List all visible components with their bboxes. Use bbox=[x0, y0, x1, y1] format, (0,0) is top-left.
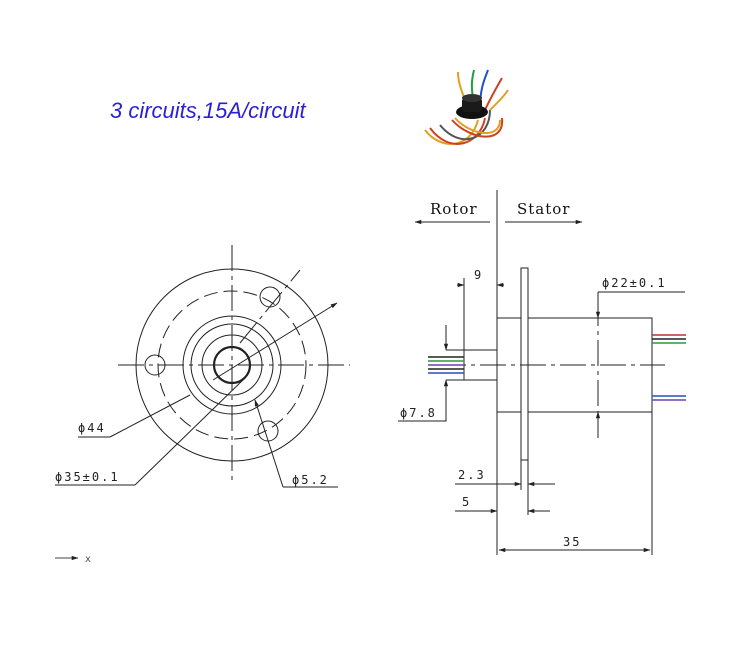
dim-2-3: 2.3 bbox=[458, 468, 486, 482]
dim-9: 9 bbox=[474, 268, 483, 282]
rotor-wires bbox=[428, 356, 464, 374]
slip-ring-photo-icon bbox=[424, 69, 509, 145]
dim-d35: ϕ35±0.1 bbox=[55, 470, 120, 484]
front-view bbox=[55, 245, 350, 488]
axis-label-x: x bbox=[85, 554, 91, 565]
dim-d22: ϕ22±0.1 bbox=[602, 276, 667, 290]
stator-wires bbox=[652, 334, 686, 401]
label-stator: Stator bbox=[517, 200, 570, 218]
dim-35: 35 bbox=[563, 535, 581, 549]
dim-d5-2: ϕ5.2 bbox=[292, 473, 329, 487]
label-rotor: Rotor bbox=[430, 200, 478, 218]
headline-title: 3 circuits,15A/circuit bbox=[110, 98, 306, 123]
dim-d44: ϕ44 bbox=[78, 421, 106, 435]
dim-d7-8: ϕ7.8 bbox=[400, 406, 437, 420]
dim-5: 5 bbox=[462, 495, 471, 509]
side-view bbox=[398, 190, 685, 555]
